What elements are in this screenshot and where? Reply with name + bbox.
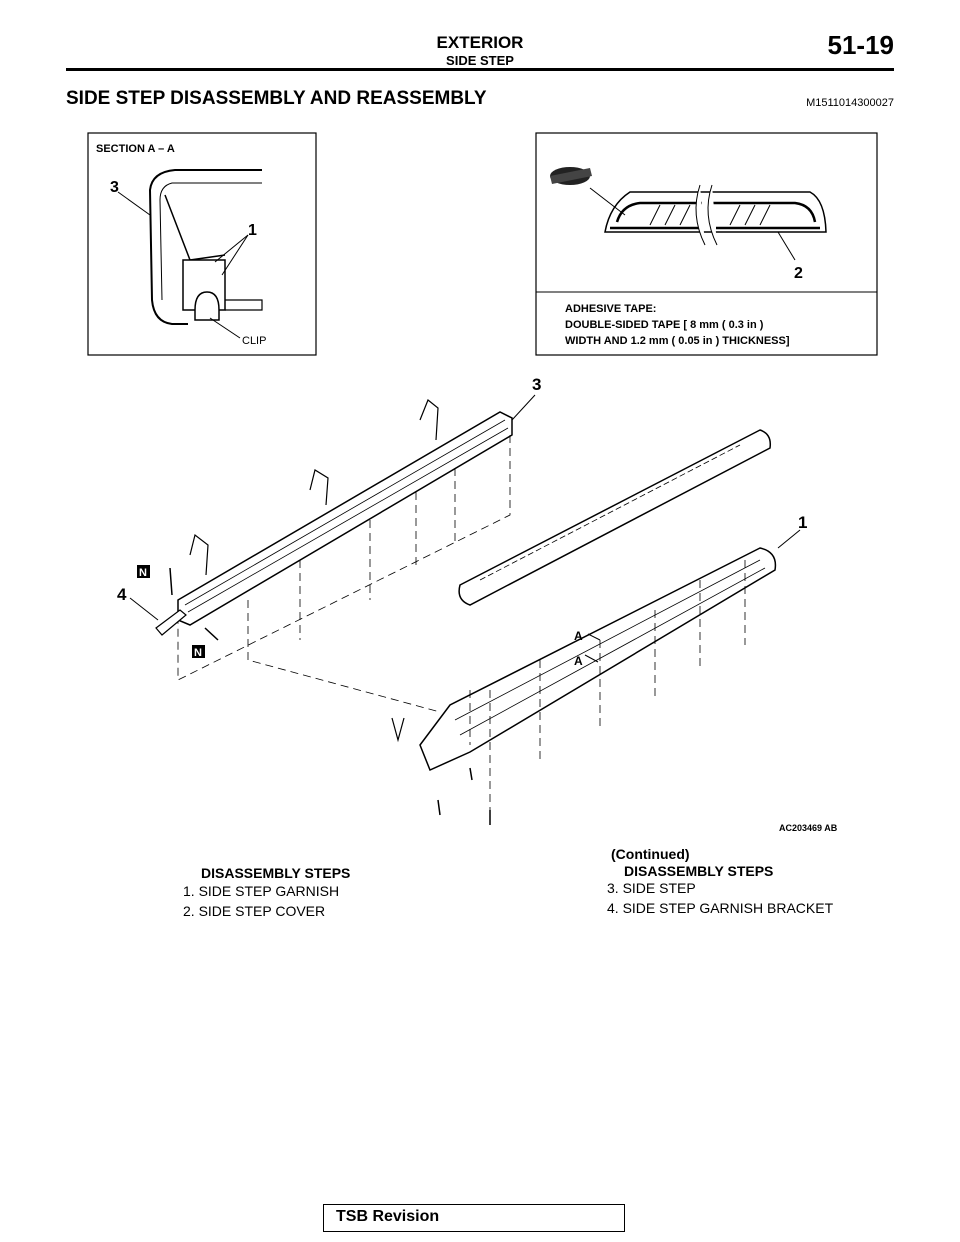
callout-1: 1 <box>248 222 257 239</box>
non-reusable-mark-1: N <box>139 567 147 579</box>
footer-label: TSB Revision <box>336 1208 440 1225</box>
clip-label: CLIP <box>242 335 266 347</box>
callout-3-main: 3 <box>532 375 541 394</box>
section-mark-a-lower: A <box>574 654 583 668</box>
header-rule <box>66 68 894 71</box>
side-step-exploded <box>129 394 801 825</box>
tape-line-2: DOUBLE-SIDED TAPE [ 8 mm ( 0.3 in ) <box>565 319 764 331</box>
section-mark-a-upper: A <box>574 629 583 643</box>
section-inset: SECTION A – A 3 1 CLIP <box>87 132 317 356</box>
section-label: SECTION A – A <box>96 143 175 155</box>
subsection-title: SIDE STEP <box>446 53 514 68</box>
callout-2: 2 <box>794 265 803 282</box>
callout-4-main: 4 <box>117 585 127 604</box>
step-item-1: 1. SIDE STEP GARNISH <box>183 883 340 899</box>
section-title: EXTERIOR <box>436 33 524 52</box>
continued-label: (Continued) <box>611 846 690 862</box>
callout-1-main: 1 <box>798 513 807 532</box>
step-item-2: 2. SIDE STEP COVER <box>183 903 326 919</box>
document-code: M1511014300027 <box>806 97 894 109</box>
step-item-4: 4. SIDE STEP GARNISH BRACKET <box>607 900 834 916</box>
callout-3: 3 <box>110 179 119 196</box>
exploded-diagram: SECTION A – A 3 1 CLIP 2 ADHESIVE TAPE: … <box>87 132 878 825</box>
figure-code: AC203469 AB <box>779 823 838 833</box>
step-item-3: 3. SIDE STEP <box>607 880 696 896</box>
footer-box <box>323 1204 625 1232</box>
page-number: 51-19 <box>827 30 895 60</box>
steps-left-heading: DISASSEMBLY STEPS <box>201 865 351 881</box>
non-reusable-mark-2: N <box>194 647 202 659</box>
tape-line-3: WIDTH AND 1.2 mm ( 0.05 in ) THICKNESS] <box>565 335 790 347</box>
steps-right-heading: DISASSEMBLY STEPS <box>624 863 774 879</box>
page-title: SIDE STEP DISASSEMBLY AND REASSEMBLY <box>66 88 487 109</box>
tape-line-1: ADHESIVE TAPE: <box>565 303 656 315</box>
tape-inset: 2 ADHESIVE TAPE: DOUBLE-SIDED TAPE [ 8 m… <box>535 132 878 356</box>
